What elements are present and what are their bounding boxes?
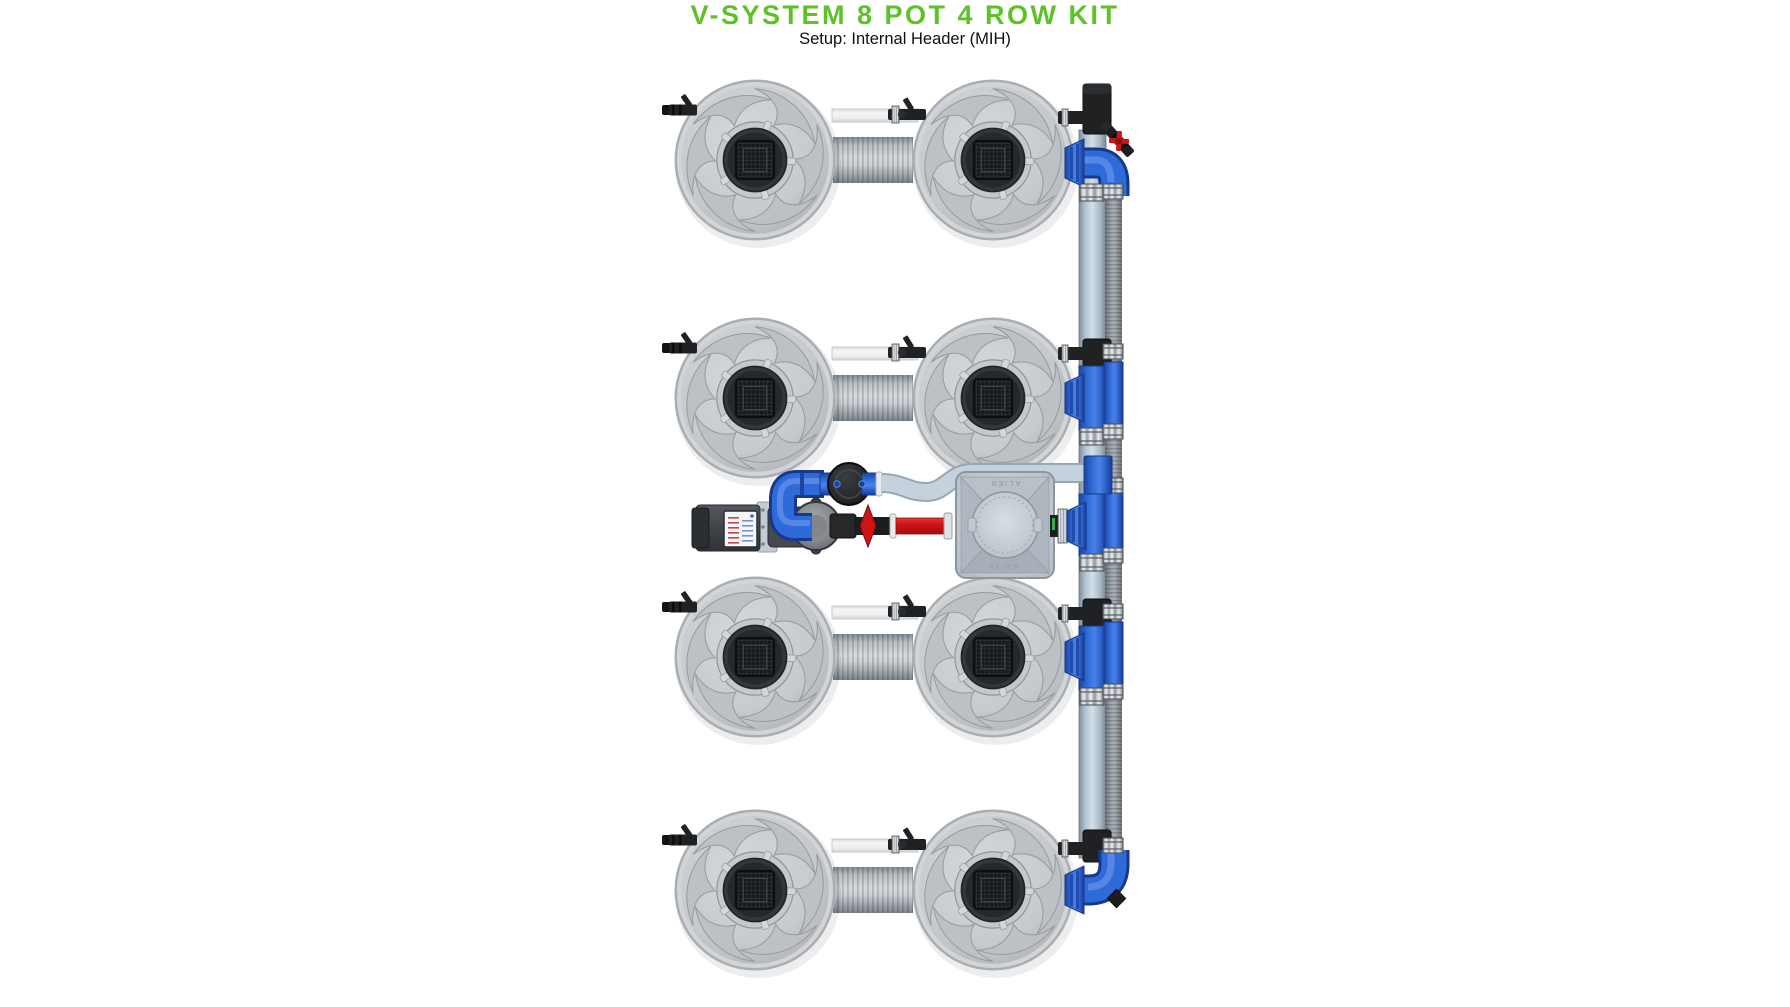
tank-brand-top: ALIEN [990, 479, 1021, 486]
pot-row1-right [910, 77, 1076, 243]
motor-label [723, 510, 758, 548]
return-blue-tee [1083, 455, 1113, 495]
row4-left-barb-fitting [662, 823, 697, 846]
row3-left-barb-fitting [662, 590, 697, 613]
tank-pot-cone-fitting [1066, 501, 1087, 551]
page-subtitle: Setup: Internal Header (MIH) [799, 30, 1011, 48]
row4-top-pipe-fitting [887, 826, 927, 854]
pot-row4-right [910, 807, 1076, 973]
row4-pot-cone-fitting [1064, 865, 1085, 915]
return-pipe-collar [875, 471, 883, 497]
row1-top-pipe-fitting [887, 96, 927, 124]
pot-row3-right [910, 574, 1076, 740]
row3-pot-cone-fitting [1064, 632, 1085, 682]
pot-row2-left [672, 315, 838, 481]
row3-top-pipe-fitting [887, 593, 927, 621]
row2-corr-blue-sleeve [1103, 361, 1124, 425]
pump-outlet-coupler [829, 513, 857, 539]
pot-row2-right [910, 315, 1076, 481]
red-feed-pipe [895, 517, 947, 535]
header-junctions [1058, 83, 1134, 915]
row1-left-barb-fitting [662, 93, 697, 116]
row2-pot-cone-fitting [1064, 373, 1085, 423]
pot-row4-left [672, 807, 838, 973]
red-x-handle [1108, 130, 1130, 152]
tank-lid [971, 491, 1039, 559]
pot-row1-left [672, 77, 838, 243]
tank: ALIEN ALIEN [955, 455, 1113, 579]
pump-assembly [691, 462, 953, 555]
tank-inlet-flange [943, 512, 953, 540]
motor-end-cap [691, 507, 710, 549]
row1-pot-cone-fitting [1064, 138, 1085, 188]
pots [672, 77, 1079, 978]
header-bottom-diamond-valve [1106, 888, 1127, 909]
tank-brand-bottom: ALIEN [990, 564, 1021, 571]
row3-corr-blue-sleeve [1103, 621, 1124, 685]
row2-top-pipe-fitting [887, 334, 927, 362]
red-valve-handle [859, 503, 877, 549]
page-title: V-SYSTEM 8 POT 4 ROW KIT [690, 0, 1119, 30]
tank-fitting-green-mark [1052, 518, 1055, 530]
header-red-valve [1100, 121, 1134, 157]
tank-corr-blue-sleeve [1103, 489, 1124, 551]
pot-row3-left [672, 574, 838, 740]
row2-left-barb-fitting [662, 331, 697, 354]
row-pipes [831, 108, 919, 913]
